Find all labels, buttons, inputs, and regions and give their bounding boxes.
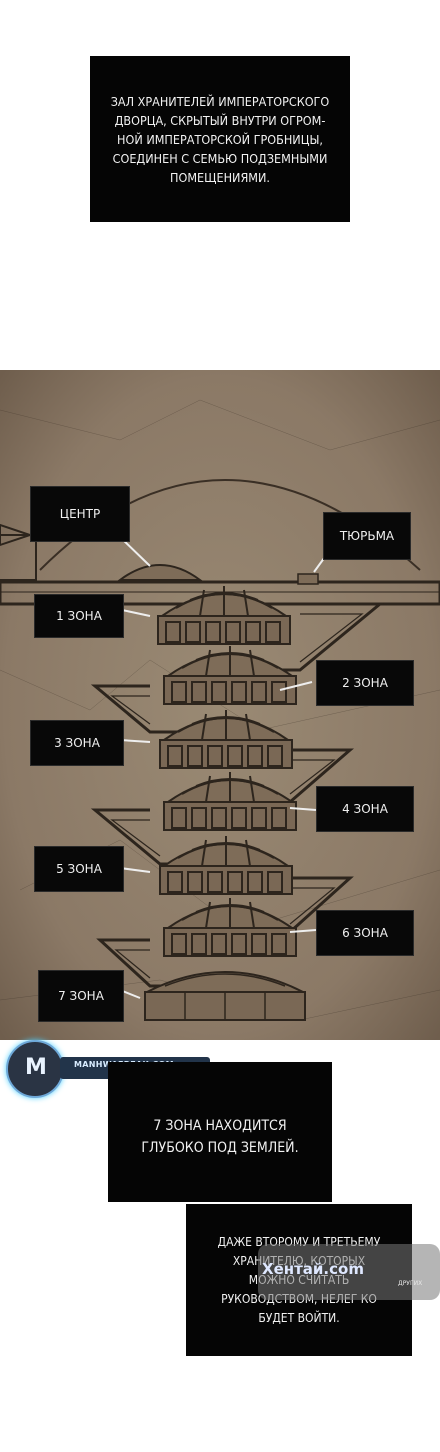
watermark-logo-icon: M <box>6 1040 64 1098</box>
label-zone-7: 7 ЗОНА <box>38 970 124 1022</box>
label-zone-1-text: 1 ЗОНА <box>56 609 102 623</box>
label-zone-5: 5 ЗОНА <box>34 846 124 892</box>
label-zone-1: 1 ЗОНА <box>34 594 124 638</box>
watermark-logo-letters: M <box>25 1055 47 1080</box>
label-zone-2-text: 2 ЗОНА <box>342 676 388 690</box>
label-center: ЦЕНТР <box>30 486 130 542</box>
blueprint-panel: ЦЕНТР ТЮРЬМА 1 ЗОНА 2 ЗОНА 3 ЗОНА 4 ЗОНА… <box>0 370 440 1040</box>
watermark-overlay-sub: ДРУГИХ <box>398 1280 423 1287</box>
zone7-caption-box: 7 ЗОНА НАХОДИТСЯ ГЛУБОКО ПОД ЗЕМЛЕЙ. <box>108 1062 332 1202</box>
label-prison-text: ТЮРЬМА <box>339 529 395 543</box>
label-zone-4: 4 ЗОНА <box>316 786 414 832</box>
watermark-overlay-text: Хентай.com <box>262 1260 364 1278</box>
label-zone-2: 2 ЗОНА <box>316 660 414 706</box>
label-zone-7-text: 7 ЗОНА <box>58 989 104 1003</box>
label-zone-4-text: 4 ЗОНА <box>342 802 388 816</box>
intro-caption-box: ЗАЛ ХРАНИТЕЛЕЙ ИМПЕРАТОРСКОГО ДВОРЦА, СК… <box>90 56 350 222</box>
watermark-overlay: Хентай.com ДРУГИХ <box>258 1244 440 1300</box>
label-zone-5-text: 5 ЗОНА <box>56 862 102 876</box>
label-zone-3: 3 ЗОНА <box>30 720 124 766</box>
label-zone-6-text: 6 ЗОНА <box>342 926 388 940</box>
label-prison: ТЮРЬМА <box>323 512 411 560</box>
intro-caption-text: ЗАЛ ХРАНИТЕЛЕЙ ИМПЕРАТОРСКОГО ДВОРЦА, СК… <box>110 93 330 185</box>
label-center-text: ЦЕНТР <box>59 507 101 521</box>
zone7-caption-text: 7 ЗОНА НАХОДИТСЯ ГЛУБОКО ПОД ЗЕМЛЕЙ. <box>141 1118 299 1156</box>
label-zone-3-text: 3 ЗОНА <box>54 736 100 750</box>
label-zone-6: 6 ЗОНА <box>316 910 414 956</box>
